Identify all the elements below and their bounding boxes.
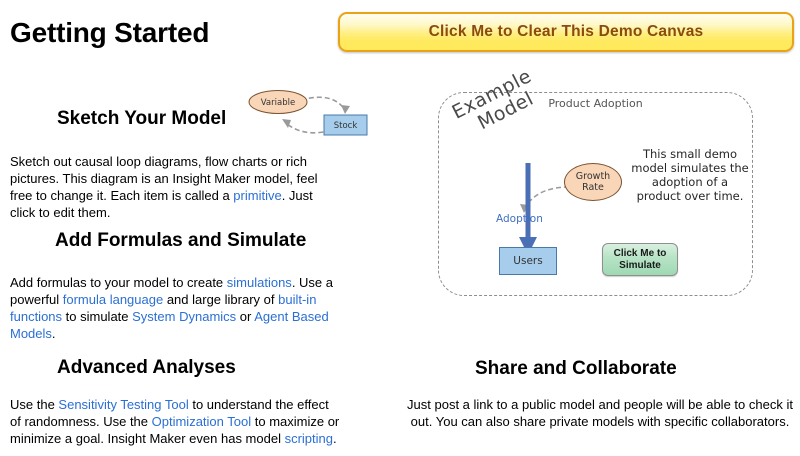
inline-text: to maximize or minimize a goal. Insight … [10,414,340,446]
section-text-sketch: Sketch out causal loop diagrams, flow ch… [10,153,340,221]
inline-text: . Just click to edit them. [10,188,313,220]
inline-text: or [236,309,255,324]
adoption-flow-label: Adoption [496,213,543,225]
inline-link[interactable]: Sensitivity Testing Tool [58,397,189,412]
inline-link[interactable]: System Dynamics [132,309,237,324]
simulate-button-line2: Simulate [619,259,661,271]
node-stock [323,114,368,136]
adoption-flow[interactable] [491,161,621,271]
simulate-button-line1: Click Me to [613,247,667,259]
inline-text: and large library of [163,292,279,307]
simulate-button[interactable]: Click Me to Simulate [602,243,678,276]
inline-link[interactable]: primitive [233,188,282,203]
inline-link[interactable]: Agent Based Models [10,309,329,341]
section-text-formulas: Add formulas to your model to create sim… [10,274,355,342]
inline-text: Just post a link to a public model and p… [407,397,793,429]
node-variable [248,90,308,114]
panel-title: Product Adoption [548,97,643,110]
section-text-share: Just post a link to a public model and p… [400,396,800,430]
mini-model-diagram[interactable]: Variable Stock [245,86,370,144]
inline-text: . [51,326,56,341]
page-title: Getting Started [10,17,210,48]
link-growth-to-adoption [524,186,570,210]
section-heading-advanced: Advanced Analyses [57,357,236,378]
inline-text: Add formulas to your model to create [10,275,227,290]
link-variable-to-stock [300,96,346,111]
node-growth-rate-line2: Rate [582,182,604,193]
node-stock-label: Stock [334,121,358,131]
inline-text: to simulate [62,309,133,324]
flow-arrow-head [519,237,537,255]
section-heading-share: Share and Collaborate [475,358,677,379]
node-users-stock[interactable]: Users [499,247,557,275]
node-growth-rate-line1: Growth [575,171,611,182]
arrowhead-to-variable [282,119,291,128]
section-text-advanced: Use the Sensitivity Testing Tool to unde… [10,396,340,447]
example-model-watermark: Example Model [449,51,575,143]
node-variable-label: Variable [261,98,295,108]
inline-link[interactable]: built-in functions [10,292,317,324]
clear-demo-canvas-label: Click Me to Clear This Demo Canvas [428,23,704,40]
inline-link[interactable]: scripting [284,431,333,446]
inline-link[interactable]: Optimization Tool [151,414,252,429]
section-heading-sketch: Sketch Your Model [57,108,227,129]
inline-text: to understand the effect of randomness. … [10,397,329,429]
product-adoption-panel[interactable]: Product Adoption Example Model This smal… [438,65,753,296]
inline-link[interactable]: simulations [226,275,292,290]
inline-text: Use the [10,397,59,412]
inline-text: . Use a powerful [10,275,333,307]
node-users-label: Users [513,255,543,267]
arrowhead-to-stock [341,105,350,114]
clear-demo-canvas-button[interactable]: Click Me to Clear This Demo Canvas [338,12,794,52]
inline-text: . [333,431,337,446]
demo-note: This small demo model simulates the adop… [631,147,749,203]
inline-text: Sketch out causal loop diagrams, flow ch… [10,154,318,203]
section-heading-formulas: Add Formulas and Simulate [55,230,307,251]
node-growth-rate[interactable]: Growth Rate [564,163,622,201]
inline-link[interactable]: formula language [62,292,164,307]
